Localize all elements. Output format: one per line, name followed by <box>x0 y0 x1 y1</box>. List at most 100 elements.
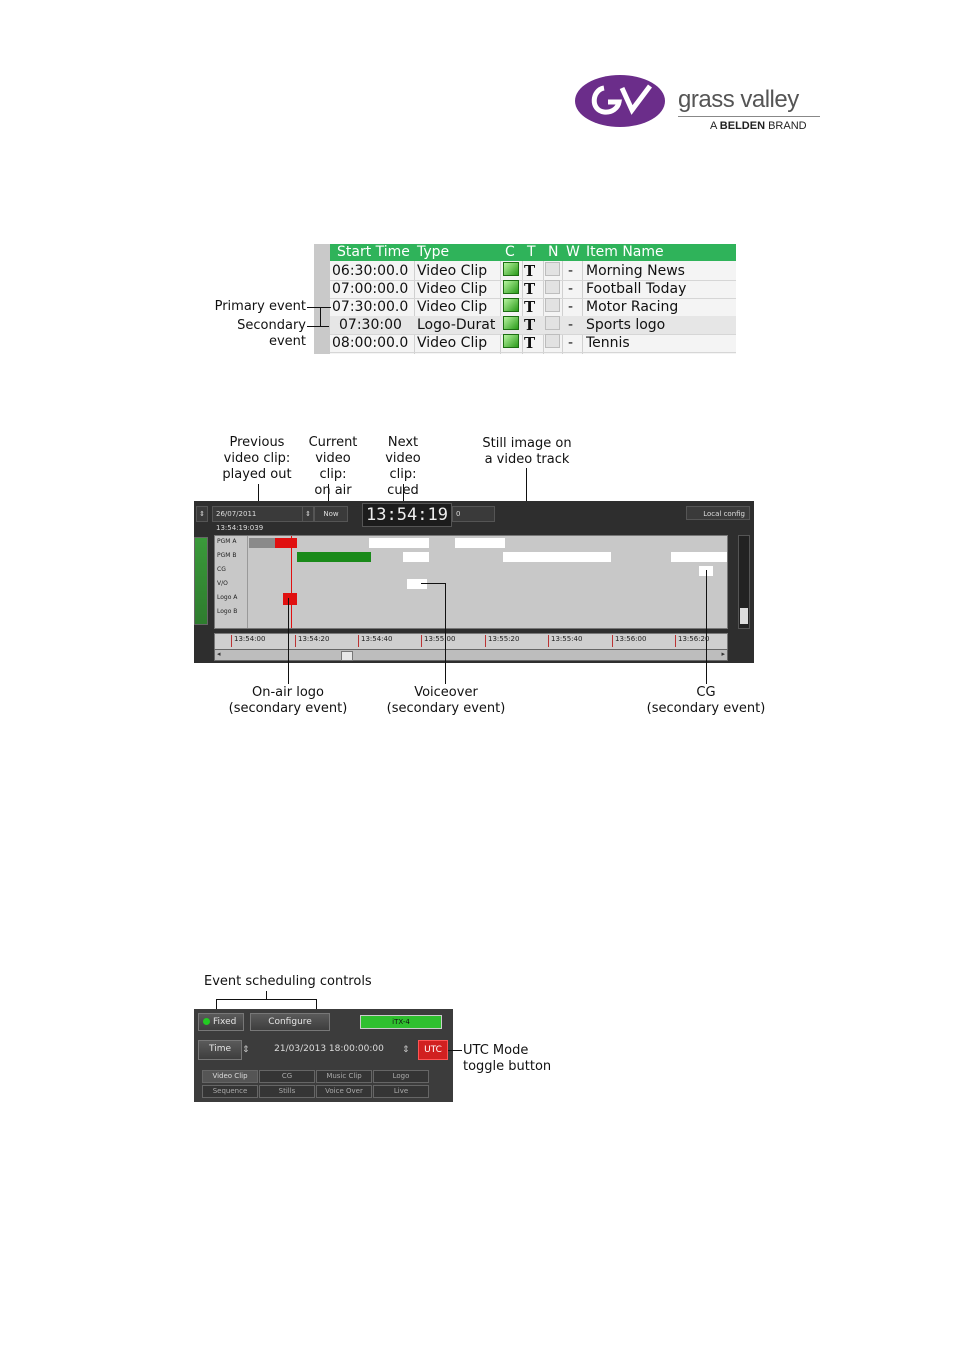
col-w[interactable]: W <box>566 244 580 260</box>
notes-icon <box>545 262 560 276</box>
clip-block[interactable] <box>671 552 727 562</box>
channel-indicator: iTX-4 <box>360 1015 442 1029</box>
ruler-tick: 13:56:00 <box>612 635 646 647</box>
clip-block[interactable] <box>503 552 611 562</box>
time-button[interactable]: Time <box>198 1040 242 1060</box>
ruler-tick: 13:54:00 <box>231 635 265 647</box>
voiceover-block[interactable] <box>407 579 427 589</box>
cell-w: - <box>568 299 574 315</box>
type-sequence[interactable]: Sequence <box>202 1085 258 1098</box>
col-n[interactable]: N <box>548 244 559 260</box>
track-label: CG <box>217 566 226 573</box>
date-spinner[interactable]: ⇕ <box>196 506 208 522</box>
utc-toggle-button[interactable]: UTC <box>418 1040 448 1060</box>
type-music-clip[interactable]: Music Clip <box>316 1070 372 1083</box>
type-live[interactable]: Live <box>373 1085 429 1098</box>
current-clip-block[interactable] <box>275 538 297 548</box>
row-gutter <box>314 244 330 354</box>
status-ok-icon <box>503 334 519 348</box>
status-led-icon <box>203 1018 210 1025</box>
type-cg[interactable]: CG <box>259 1070 315 1083</box>
logo-divider <box>678 116 820 117</box>
playlist-table: Start Time Type C T N W Item Name 06:30:… <box>314 244 736 354</box>
cell-name: Morning News <box>586 263 685 279</box>
table-header: Start Time Type C T N W Item Name <box>330 244 736 261</box>
onair-logo-label: On-air logo(secondary event) <box>228 685 348 716</box>
track-label: Logo A <box>217 594 238 601</box>
tagline-pre: A <box>710 120 717 132</box>
cell-name: Tennis <box>586 335 630 351</box>
leader-line <box>307 307 331 308</box>
datetime-spinner-icon[interactable]: ⇕ <box>402 1045 410 1055</box>
cell-type: Video Clip <box>417 281 488 297</box>
tagline-post: BRAND <box>768 120 807 132</box>
notes-icon <box>545 316 560 330</box>
track-label: Logo B <box>217 608 238 615</box>
leader-line <box>320 307 321 326</box>
ruler-tick: 13:54:20 <box>295 635 329 647</box>
col-c[interactable]: C <box>505 244 515 260</box>
cell-name: Sports logo <box>586 317 666 333</box>
scroll-thumb[interactable] <box>341 651 353 661</box>
status-ok-icon <box>503 316 519 330</box>
horizontal-scrollbar[interactable]: ◂ ▸ <box>214 649 728 661</box>
configure-button[interactable]: Configure <box>250 1013 330 1031</box>
table-row[interactable]: 07:30:00 Logo-Durat T - Sports logo <box>330 316 736 335</box>
col-start-time[interactable]: Start Time <box>337 244 410 260</box>
cell-type: Video Clip <box>417 335 488 351</box>
timeline-tracks[interactable]: PGM A PGM B CG V/O Logo A Logo B <box>214 535 728 629</box>
ruler-tick: 13:54:40 <box>358 635 392 647</box>
col-item-name[interactable]: Item Name <box>586 244 664 260</box>
voiceover-label: Voiceover(secondary event) <box>386 685 506 716</box>
cell-time: 07:00:00.0 <box>332 281 409 297</box>
clip-block[interactable] <box>403 552 429 562</box>
next-clip-block[interactable] <box>297 552 371 562</box>
tagline-bold: BELDEN <box>719 120 766 132</box>
grass-valley-logo: grass valley A BELDEN BRAND <box>574 70 824 140</box>
transition-icon: T <box>524 316 536 334</box>
cell-w: - <box>568 263 574 279</box>
leader-line <box>307 326 329 327</box>
still-image-block[interactable] <box>455 538 505 548</box>
col-t[interactable]: T <box>527 244 536 260</box>
vertical-scrollbar[interactable] <box>738 535 750 629</box>
previous-clip-block[interactable] <box>249 538 275 548</box>
onair-logo-block[interactable] <box>283 593 297 605</box>
timeline-panel: ⇕ 26/07/2011 13:54:19:039 ⇕ Now 13:54:19… <box>194 501 754 663</box>
cell-w: - <box>568 281 574 297</box>
cell-type: Video Clip <box>417 299 488 315</box>
cell-time: 06:30:00.0 <box>332 263 409 279</box>
table-row[interactable]: 06:30:00.0 Video Clip T - Morning News <box>330 262 736 281</box>
transition-icon: T <box>524 262 536 280</box>
fixed-button[interactable]: Fixed <box>198 1013 244 1031</box>
table-row[interactable]: 08:00:00.0 Video Clip T - Tennis <box>330 334 736 353</box>
type-logo[interactable]: Logo <box>373 1070 429 1083</box>
status-ok-icon <box>503 262 519 276</box>
scroll-right-icon: ▸ <box>721 650 725 658</box>
ruler-tick: 13:55:20 <box>485 635 519 647</box>
brand-tagline: A BELDEN BRAND <box>710 120 807 132</box>
col-type[interactable]: Type <box>417 244 450 260</box>
cell-type: Logo-Durat <box>417 317 496 333</box>
notes-icon <box>545 298 560 312</box>
table-row[interactable]: 07:30:00.0 Video Clip T - Motor Racing <box>330 298 736 317</box>
time-spinner-icon[interactable]: ⇕ <box>242 1045 250 1055</box>
track-label: PGM A <box>217 538 237 545</box>
now-button[interactable]: Now <box>314 506 348 522</box>
track-label: V/O <box>217 580 228 587</box>
secondary-event-label: Secondary event <box>237 318 306 349</box>
cell-name: Motor Racing <box>586 299 679 315</box>
notes-icon <box>545 334 560 348</box>
clip-block[interactable] <box>369 538 429 548</box>
cell-w: - <box>568 335 574 351</box>
table-row[interactable]: 07:00:00.0 Video Clip T - Football Today <box>330 280 736 299</box>
datetime-field[interactable]: 21/03/2013 18:00:00:00 <box>274 1044 384 1054</box>
time-spinner[interactable]: ⇕ <box>302 506 314 522</box>
type-stills[interactable]: Stills <box>259 1085 315 1098</box>
clock-offset[interactable]: 0 <box>452 506 495 522</box>
local-config-button[interactable]: Local config <box>686 506 750 520</box>
type-video-clip[interactable]: Video Clip <box>202 1070 258 1083</box>
type-voice-over[interactable]: Voice Over <box>316 1085 372 1098</box>
date-display[interactable]: 26/07/2011 13:54:19:039 <box>212 506 305 532</box>
